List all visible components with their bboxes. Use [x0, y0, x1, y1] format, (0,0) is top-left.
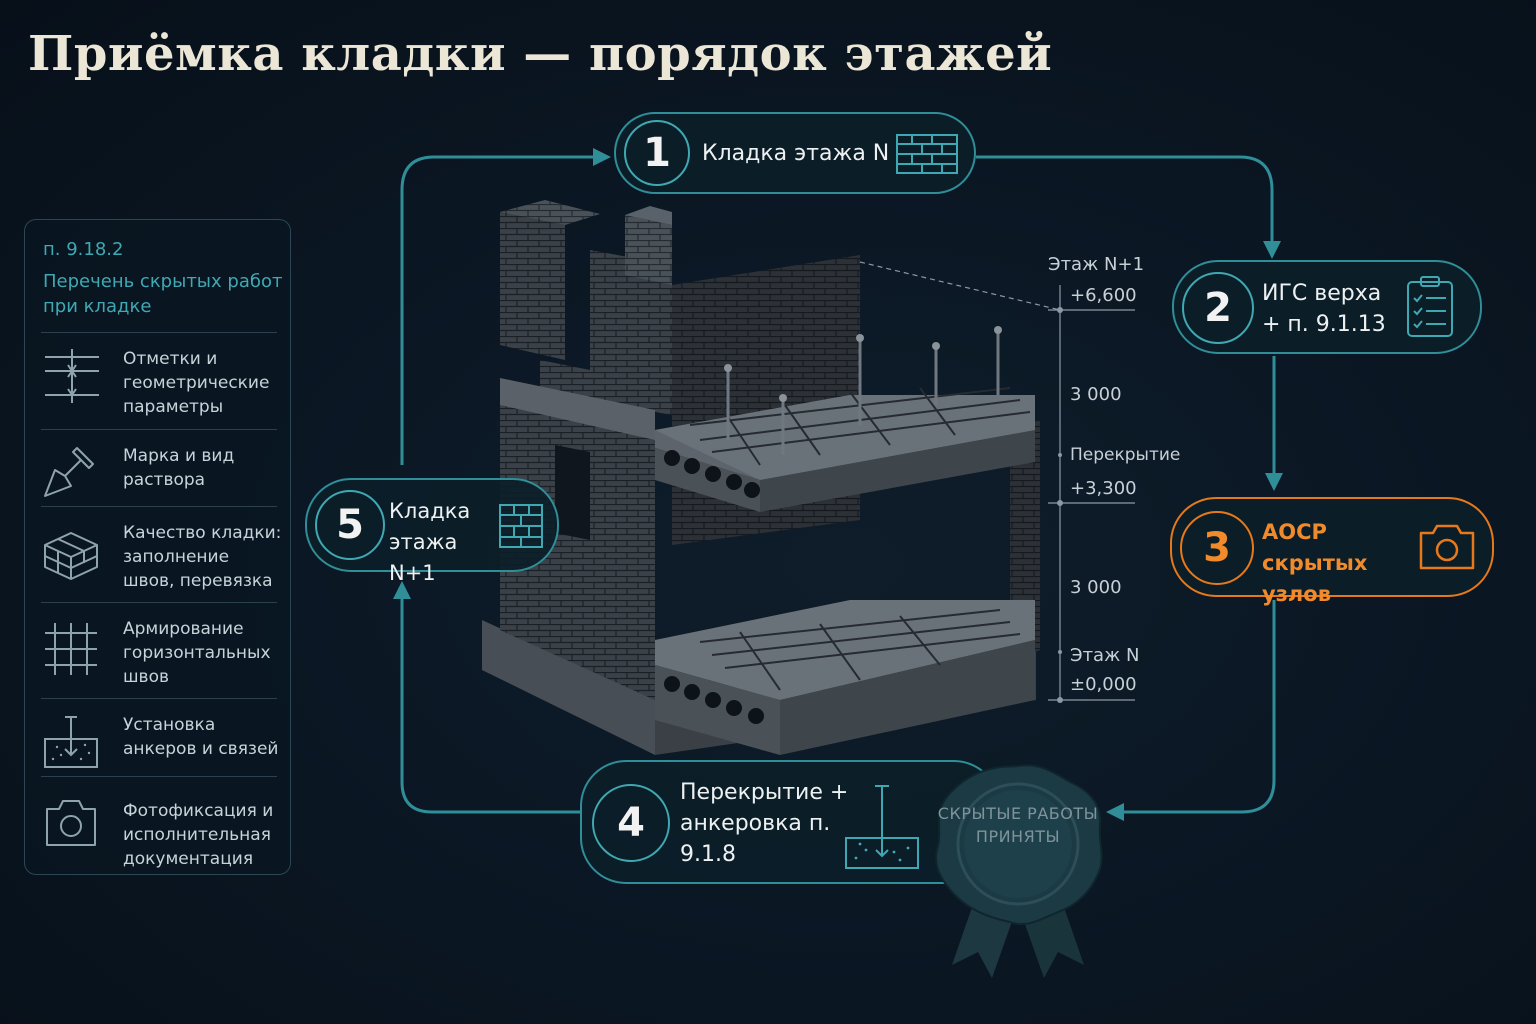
sidebar-item-label: Качество кладки: заполнение швов, перевя…: [123, 523, 282, 591]
seal-text: СКРЫТЫЕ РАБОТЫ ПРИНЯТЫ: [937, 804, 1099, 846]
page-title: Приёмка кладки — порядок этажей: [28, 26, 1053, 82]
upper-floor-label: Этаж N+1: [1048, 254, 1145, 275]
step-number: 4: [592, 784, 670, 862]
sidebar-item-label: Армирование горизонтальных швов: [123, 619, 271, 687]
elevation-marks-icon: [41, 347, 101, 407]
sidebar-item-elevations: Отметки и геометрические параметры: [41, 332, 277, 429]
lower-height-label: 3 000: [1070, 577, 1122, 598]
sidebar-item-label: Фотофиксация и исполнительная документац…: [123, 801, 274, 869]
anchor-icon: [41, 711, 101, 771]
step-number: 5: [315, 490, 385, 560]
wax-seal-icon: [935, 764, 1103, 978]
accepted-seal: СКРЫТЫЕ РАБОТЫ ПРИНЯТЫ: [930, 760, 1106, 990]
step-label: ИГС верха + п. 9.1.13: [1262, 281, 1386, 337]
sidebar-reference: п. 9.18.2: [43, 239, 124, 260]
sidebar-item-mortar: Марка и вид раствора: [41, 429, 277, 507]
lower-floor-label: Этаж N: [1070, 645, 1140, 666]
slab-mark-label: +3,300: [1070, 478, 1137, 499]
sidebar-item-masonry-quality: Качество кладки: заполнение швов, перевя…: [41, 506, 281, 603]
lower-mark-label: ±0,000: [1070, 674, 1137, 695]
slab-label: Перекрытие: [1070, 445, 1181, 465]
step-number: 3: [1180, 511, 1254, 585]
sidebar-item-label: Марка и вид раствора: [123, 446, 235, 490]
sidebar-item-photo-docs: Фотофиксация и исполнительная документац…: [41, 776, 277, 873]
sidebar-item-reinforcement: Армирование горизонтальных швов: [41, 602, 277, 699]
step-label: Перекрытие + анкеровка п. 9.1.8: [680, 780, 849, 867]
step-label: Кладка этажа N+1: [389, 499, 471, 585]
step-label: АОСР скрытых узлов: [1262, 520, 1368, 606]
step-2-igs-top: 2 ИГС верха + п. 9.1.13: [1172, 260, 1482, 354]
sidebar-heading: Перечень скрытых работ при кладке: [43, 271, 283, 317]
brick-block-icon: [41, 523, 101, 583]
step-5-masonry-floor-n1: 5 Кладка этажа N+1: [305, 478, 559, 585]
sidebar-item-label: Установка анкеров и связей: [123, 715, 279, 759]
upper-mark-label: +6,600: [1070, 285, 1137, 306]
sidebar-item-anchors: Установка анкеров и связей: [41, 698, 278, 795]
step-number: 1: [624, 120, 690, 186]
upper-height-label: 3 000: [1070, 384, 1122, 405]
hidden-works-sidebar: п. 9.18.2 Перечень скрытых работ при кла…: [24, 219, 291, 875]
sidebar-item-label: Отметки и геометрические параметры: [123, 349, 270, 417]
trowel-icon: [41, 440, 101, 500]
step-4-slab-anchoring: 4 Перекрытие + анкеровка п. 9.1.8: [580, 760, 1000, 884]
step-label: Кладка этажа N: [702, 141, 890, 166]
step-number: 2: [1182, 272, 1254, 344]
step-3-aosr-hidden-nodes: 3 АОСР скрытых узлов: [1170, 497, 1494, 606]
step-1-masonry-floor-n: 1 Кладка этажа N: [614, 112, 976, 194]
mesh-grid-icon: [41, 619, 101, 679]
camera-icon: [41, 793, 101, 853]
